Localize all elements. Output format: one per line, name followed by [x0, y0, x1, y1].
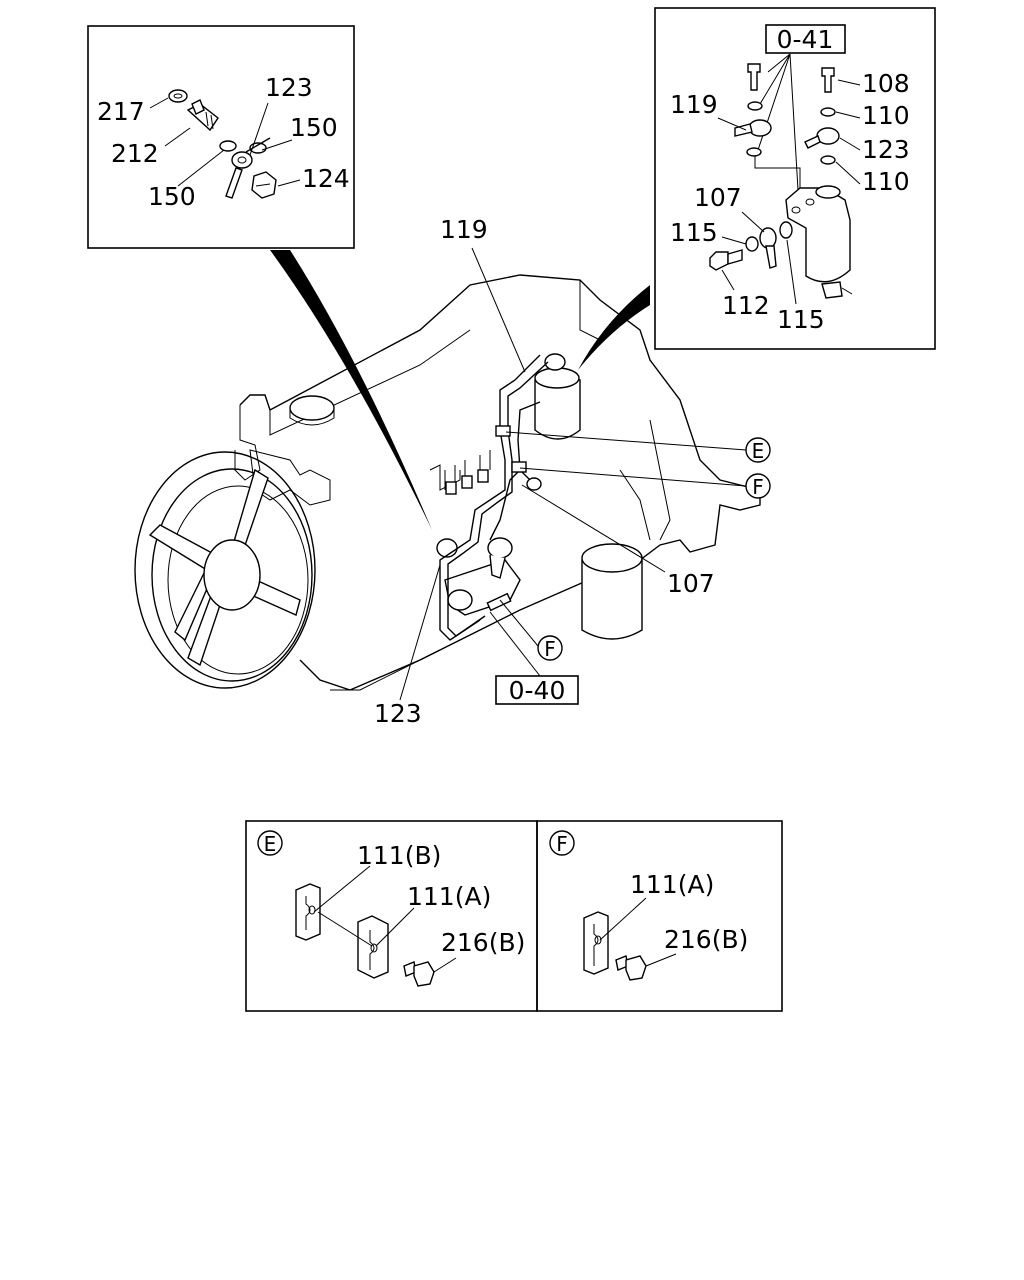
flange-bolt-f-icon — [615, 955, 647, 981]
eye-connector-123-icon — [804, 127, 840, 149]
marker-f — [745, 473, 771, 499]
callout-107-detail: 107 — [694, 183, 742, 212]
callout-e-111b: 111(B) — [357, 841, 441, 870]
clamp-f-icon — [511, 461, 527, 473]
fuel-filter-detail-icon — [785, 185, 853, 299]
clamp-a-icon — [357, 915, 389, 979]
marker-f2-label: F — [544, 637, 556, 661]
hex-bolt-icon — [709, 251, 729, 271]
eye-connector-icon — [225, 137, 271, 199]
clamp-e-icon — [495, 425, 511, 437]
fitting-icon — [186, 99, 219, 132]
callout-150-upper: 150 — [290, 113, 338, 142]
callout-123-detail: 123 — [265, 73, 313, 102]
callout-110-lower: 110 — [862, 167, 910, 196]
callout-123-right: 123 — [862, 135, 910, 164]
callout-217: 217 — [97, 97, 145, 126]
callout-e-111a: 111(A) — [407, 882, 491, 911]
marker-f2 — [537, 635, 563, 661]
engine-illustration — [134, 274, 761, 691]
callout-main-119: 119 — [440, 215, 488, 244]
detail-e-marker-label: E — [264, 832, 277, 856]
ref-box-0-40 — [495, 675, 579, 705]
clamp-b-icon — [295, 883, 321, 941]
callout-108: 108 — [862, 69, 910, 98]
injector-nozzle-icon — [445, 481, 457, 495]
fuel-filter-icon — [534, 353, 581, 440]
callout-e-216b: 216(B) — [441, 928, 525, 957]
callout-115-right: 115 — [777, 305, 825, 334]
marker-e-label: E — [752, 439, 765, 463]
detail-f-marker — [549, 830, 575, 856]
detail-f: F 111(A) 216(B) — [536, 820, 783, 1012]
detail-e-marker — [257, 830, 283, 856]
fuel-pipe-lines — [439, 354, 549, 641]
oil-filter-icon — [581, 543, 643, 640]
main-callouts: 119 107 123 E F F 0-40 — [374, 215, 771, 728]
marker-e — [745, 437, 771, 463]
callout-main-107: 107 — [667, 569, 715, 598]
ref-box-0-41 — [765, 24, 846, 54]
callout-212: 212 — [111, 139, 159, 168]
clamp-a-f-icon — [583, 911, 609, 975]
detail-f-marker-label: F — [556, 832, 568, 856]
callout-124: 124 — [302, 164, 350, 193]
washer-icon — [168, 89, 188, 103]
detail-e: E 111(B) 111(A) 216(B) — [245, 820, 538, 1012]
callout-112: 112 — [722, 291, 770, 320]
callout-119-detail: 119 — [670, 90, 718, 119]
marker-f-label: F — [752, 475, 764, 499]
clamp-f2-icon — [486, 592, 512, 612]
flange-bolt-icon — [403, 961, 435, 987]
ref-0-41-label: 0-41 — [777, 25, 834, 54]
callout-115-left: 115 — [670, 218, 718, 247]
callout-f-111a: 111(A) — [630, 870, 714, 899]
callout-f-216b: 216(B) — [664, 925, 748, 954]
callout-150-lower: 150 — [148, 182, 196, 211]
zoom-wedge-left — [270, 250, 432, 530]
ref-0-40-label: 0-40 — [509, 676, 566, 705]
callout-main-123: 123 — [374, 699, 422, 728]
oil-filler-cap — [289, 395, 335, 421]
bolt-icon — [747, 63, 761, 91]
injection-pump-icon — [436, 537, 521, 616]
eye-connector-107-icon — [759, 227, 777, 269]
zoom-wedge-right — [578, 285, 650, 370]
callout-110-upper: 110 — [862, 101, 910, 130]
detail-top-right: 0-41 — [654, 7, 936, 350]
fan-icon — [134, 451, 316, 689]
detail-top-left: 217 212 123 150 150 124 — [87, 25, 355, 249]
